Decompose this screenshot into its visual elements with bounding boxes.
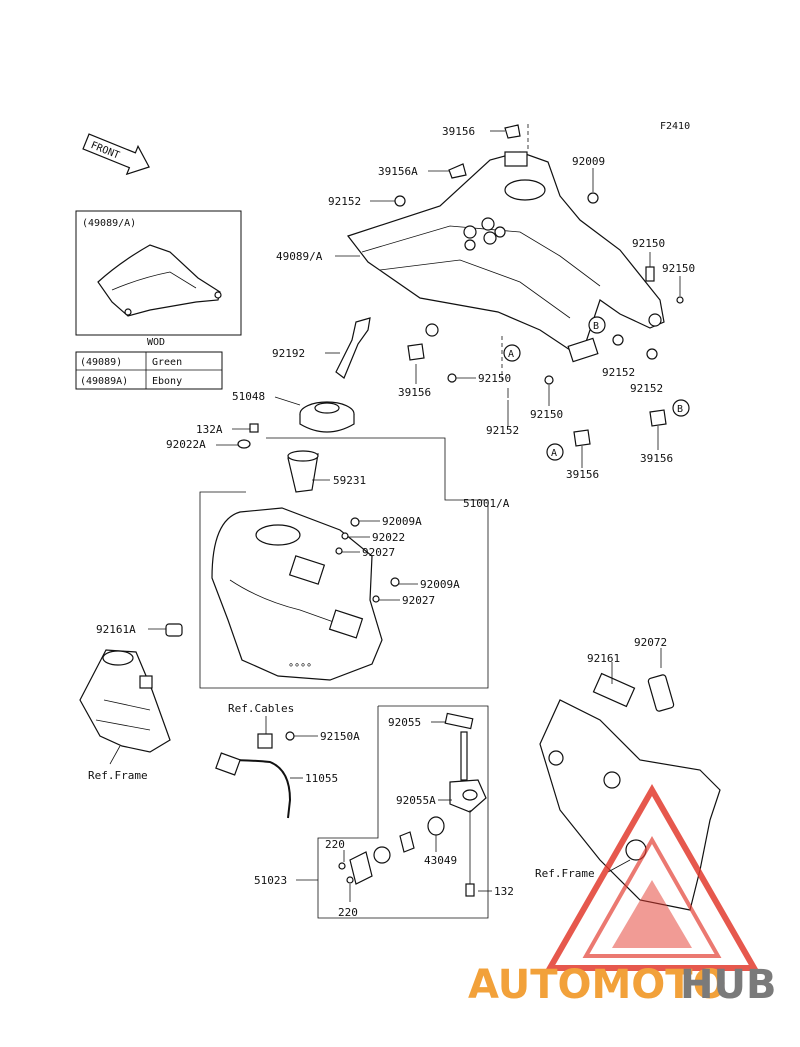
grommet-92161a (165, 623, 183, 637)
callout-92055: 92055 (388, 716, 421, 729)
color-row-2-color: Ebony (152, 376, 182, 387)
callout-92009a-1: 92009A (382, 515, 422, 528)
svg-text:B: B (593, 321, 599, 332)
fuel-cock-51023 (338, 712, 487, 897)
callout-132a: 132A (196, 423, 223, 436)
callout-92150-d: 92150 (530, 408, 563, 421)
filter-59231 (287, 450, 319, 493)
callout-43049: 43049 (424, 854, 457, 867)
callout-92192: 92192 (272, 347, 305, 360)
marker-b-1: B (588, 316, 606, 334)
callout-92022a: 92022A (166, 438, 206, 451)
collar-92027-1 (335, 547, 343, 555)
callout-92161: 92161 (587, 652, 620, 665)
svg-text:A: A (508, 349, 514, 360)
callout-49089a: 49089/A (276, 250, 323, 263)
hose-11055 (215, 731, 295, 819)
nut-92009a-2 (390, 577, 400, 587)
nut-92009a-1 (350, 517, 360, 527)
figure-code: F2410 (660, 121, 690, 132)
svg-text:B: B (677, 404, 683, 415)
watermark-text-part1: AUTOMOTO (468, 962, 727, 1008)
breather-hose (335, 317, 371, 379)
front-arrow-icon: FRONT (82, 133, 150, 176)
callout-92027-2: 92027 (402, 594, 435, 607)
callout-92152-top: 92152 (328, 195, 361, 208)
callout-92161a: 92161A (96, 623, 136, 636)
callout-92152-c: 92152 (630, 382, 663, 395)
washer-92022 (341, 532, 349, 540)
callout-39156-b: 39156 (640, 452, 673, 465)
callout-92072: 92072 (634, 636, 667, 649)
svg-text:∘∘∘∘: ∘∘∘∘ (288, 660, 312, 671)
watermark-text: AUTOMOTO HUB (468, 962, 776, 1008)
callout-51023: 51023 (254, 874, 287, 887)
callout-39156a: 39156A (378, 165, 418, 178)
color-row-1-color: Green (152, 357, 182, 368)
watermark-text-part2: HUB (680, 962, 776, 1008)
callout-59231: 59231 (333, 474, 366, 487)
callout-92150a: 92150A (320, 730, 360, 743)
leader-lines (109, 124, 681, 902)
callout-11055: 11055 (305, 772, 338, 785)
inset-caption: WOD (147, 337, 165, 348)
marker-a-1: A (503, 344, 521, 362)
callout-220-2: 220 (338, 906, 358, 919)
shroud-assembly (347, 151, 665, 363)
callout-ref-frame-left: Ref.Frame (88, 769, 148, 782)
callout-51048: 51048 (232, 390, 265, 403)
frame-right (539, 672, 721, 911)
callout-39156-a: 39156 (566, 468, 599, 481)
fuel-tank: ∘∘∘∘ (211, 507, 383, 681)
callout-92150-a: 92150 (632, 237, 665, 250)
callout-92152-d: 92152 (486, 424, 519, 437)
callout-39156-mid: 39156 (398, 386, 431, 399)
callout-ref-cables: Ref.Cables (228, 702, 294, 715)
color-table: (49089) Green (49089A) Ebony (75, 351, 223, 390)
svg-text:A: A (551, 448, 557, 459)
callout-220-1: 220 (325, 838, 345, 851)
callout-39156-top: 39156 (442, 125, 475, 138)
color-row-1-part: (49089) (80, 357, 122, 368)
marker-a-2: A (546, 443, 564, 461)
screw-132a (249, 423, 259, 433)
callout-92055a: 92055A (396, 794, 436, 807)
callout-51001a: 51001/A (463, 497, 510, 510)
frame-left (79, 649, 171, 753)
collar-92027-2 (372, 595, 380, 603)
callout-92150-b: 92150 (662, 262, 695, 275)
callout-92009a-2: 92009A (420, 578, 460, 591)
callout-92152-b: 92152 (602, 366, 635, 379)
color-row-2-part: (49089A) (80, 376, 128, 387)
callout-92150-c: 92150 (478, 372, 511, 385)
tank-group-box (199, 437, 489, 689)
small-parts (394, 124, 684, 447)
watermark-logo-icon (544, 783, 760, 971)
callout-labels: 39156 39156A 92009 92152 49089/A 92150 9… (88, 125, 695, 919)
inset-title: (49089/A) (82, 218, 136, 229)
callout-ref-frame-right: Ref.Frame (535, 867, 595, 880)
fuel-cock-group-box (317, 705, 489, 919)
callout-92009: 92009 (572, 155, 605, 168)
callout-92022: 92022 (372, 531, 405, 544)
fuel-cap (299, 401, 355, 433)
washer-92022a (237, 439, 251, 449)
shroud-inset: (49089/A) WOD (75, 210, 242, 348)
callout-92027-1: 92027 (362, 546, 395, 559)
marker-b-2: B (672, 399, 690, 417)
callout-132: 132 (494, 885, 514, 898)
